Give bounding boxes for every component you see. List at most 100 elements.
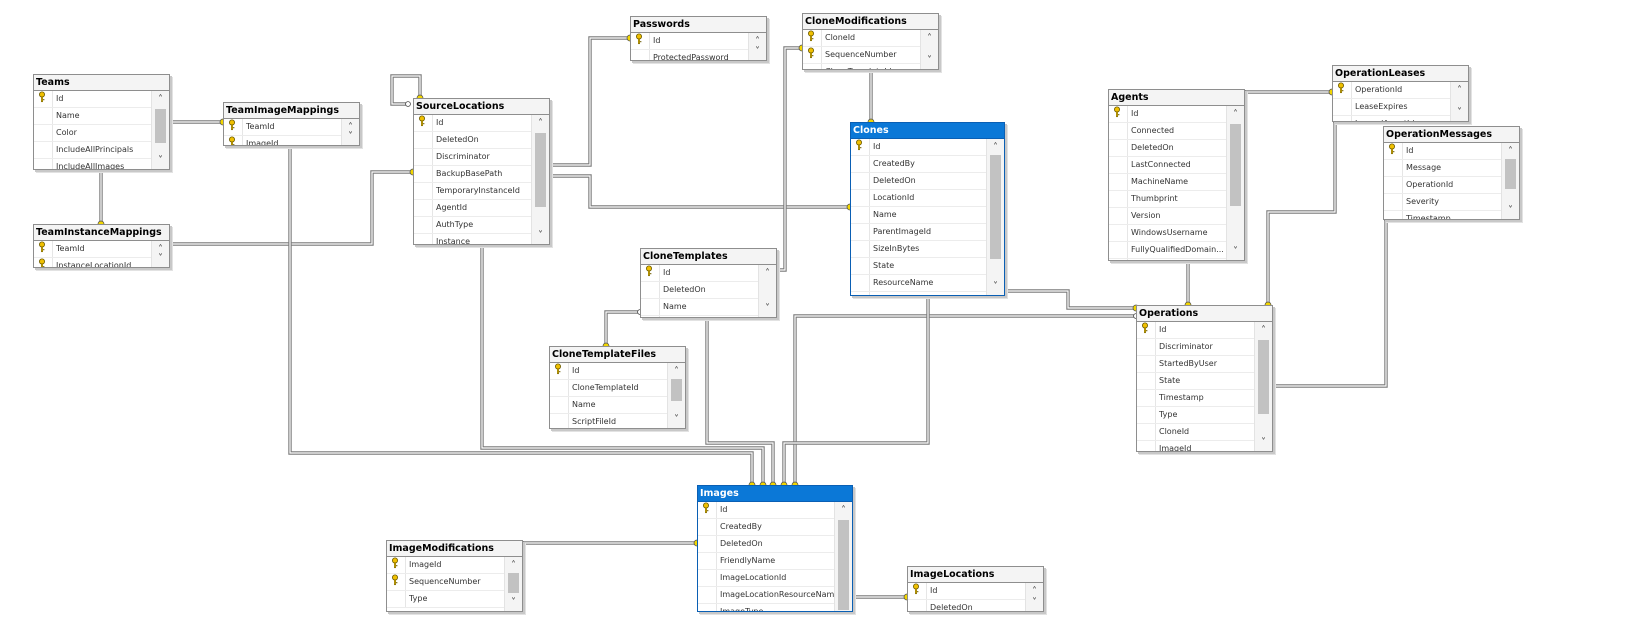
table-title[interactable]: CloneModifications <box>803 14 938 30</box>
column-row[interactable]: OperationId <box>1333 82 1451 99</box>
relationship-line[interactable] <box>782 294 930 485</box>
scroll-down-icon[interactable]: ˅ <box>511 597 516 608</box>
relationship-line[interactable] <box>1271 218 1388 388</box>
column-row[interactable]: CreatedBy <box>698 519 835 536</box>
vertical-scrollbar[interactable]: ˄˅ <box>1025 583 1043 611</box>
column-row[interactable]: Id <box>851 139 987 156</box>
table-title[interactable]: OperationMessages <box>1384 127 1519 143</box>
column-row[interactable]: CloneId <box>803 30 921 47</box>
table-title[interactable]: Agents <box>1109 90 1244 106</box>
column-row[interactable]: Severity <box>1384 194 1502 211</box>
vertical-scrollbar[interactable]: ˄˅ <box>504 557 522 611</box>
scroll-up-icon[interactable]: ˄ <box>1508 146 1513 157</box>
column-row[interactable]: DeletedOn <box>1109 140 1227 157</box>
column-row[interactable]: DeletedOn <box>641 282 759 299</box>
column-row[interactable]: Id <box>1137 322 1255 339</box>
vertical-scrollbar[interactable]: ˄˅ <box>1226 106 1244 260</box>
scroll-thumb[interactable] <box>535 133 546 207</box>
scroll-thumb[interactable] <box>1258 340 1269 414</box>
column-row[interactable]: SizeInBytes <box>851 241 987 258</box>
table-title[interactable]: CloneTemplates <box>641 249 776 265</box>
table-title[interactable]: Teams <box>34 75 169 91</box>
column-row[interactable]: ResourceName <box>851 275 987 292</box>
column-row[interactable]: LocationId <box>851 190 987 207</box>
scroll-thumb[interactable] <box>990 155 1001 259</box>
relationship-line[interactable] <box>793 314 1136 485</box>
scroll-down-icon[interactable]: ˅ <box>755 46 760 57</box>
column-row[interactable]: Id <box>550 363 668 380</box>
scroll-up-icon[interactable]: ˄ <box>158 244 163 255</box>
table-title[interactable]: SourceLocations <box>414 99 549 115</box>
table-title[interactable]: TeamImageMappings <box>224 103 359 119</box>
column-row[interactable]: LeasedAgentId <box>1333 116 1451 121</box>
relationship-line[interactable] <box>775 46 802 272</box>
column-row[interactable]: Name <box>550 397 668 414</box>
scroll-up-icon[interactable]: ˄ <box>674 366 679 377</box>
column-row[interactable]: CloneTemplateId <box>803 64 921 69</box>
column-row[interactable]: ImageType <box>698 604 835 611</box>
scroll-up-icon[interactable]: ˄ <box>755 36 760 47</box>
column-row[interactable]: FriendlyName <box>698 553 835 570</box>
column-row[interactable]: ParentImageId <box>851 224 987 241</box>
column-row[interactable]: Id <box>908 583 1026 600</box>
vertical-scrollbar[interactable]: ˄˅ <box>834 502 852 611</box>
column-row[interactable]: StartedByUser <box>1137 356 1255 373</box>
relationship-line[interactable] <box>1266 120 1337 305</box>
column-row[interactable]: SequenceNumber <box>387 574 505 591</box>
table-operation-leases[interactable]: OperationLeasesOperationIdLeaseExpiresLe… <box>1332 65 1469 122</box>
scroll-down-icon[interactable]: ˅ <box>674 414 679 425</box>
column-row[interactable]: DeletedOn <box>414 132 532 149</box>
scroll-up-icon[interactable]: ˄ <box>1457 85 1462 96</box>
vertical-scrollbar[interactable]: ˄˅ <box>986 139 1004 295</box>
vertical-scrollbar[interactable]: ˄˅ <box>1501 143 1519 219</box>
column-row[interactable]: Id <box>1109 106 1227 123</box>
scroll-down-icon[interactable]: ˅ <box>158 155 163 166</box>
scroll-up-icon[interactable]: ˄ <box>511 560 516 571</box>
vertical-scrollbar[interactable]: ˄˅ <box>1254 322 1272 451</box>
column-row[interactable]: Id <box>414 115 532 132</box>
scroll-down-icon[interactable]: ˅ <box>348 131 353 142</box>
vertical-scrollbar[interactable]: ˄˅ <box>920 30 938 69</box>
column-row[interactable]: TemporaryInstanceId <box>414 183 532 200</box>
column-row[interactable]: Message <box>1384 160 1502 177</box>
vertical-scrollbar[interactable]: ˄˅ <box>1450 82 1468 121</box>
column-row[interactable]: Id <box>34 91 152 108</box>
column-row[interactable]: MachineName <box>1109 174 1227 191</box>
scroll-up-icon[interactable]: ˄ <box>348 122 353 133</box>
scroll-thumb[interactable] <box>1230 124 1241 206</box>
table-clone-modifications[interactable]: CloneModificationsCloneIdSequenceNumberC… <box>802 13 939 70</box>
scroll-down-icon[interactable]: ˅ <box>927 55 932 66</box>
column-row[interactable]: DeletedOn <box>698 536 835 553</box>
column-row[interactable]: BackupBasePath <box>414 166 532 183</box>
scroll-up-icon[interactable]: ˄ <box>1261 325 1266 336</box>
column-row[interactable]: FullyQualifiedDomain... <box>1109 242 1227 259</box>
vertical-scrollbar[interactable]: ˄˅ <box>151 91 169 169</box>
column-row[interactable]: ImageId <box>387 557 505 574</box>
column-row[interactable]: Timestamp <box>1384 211 1502 219</box>
column-row[interactable]: Id <box>641 265 759 282</box>
column-row[interactable]: DeletedOn <box>908 600 1026 611</box>
table-title[interactable]: ImageLocations <box>908 567 1043 583</box>
column-row[interactable]: Connected <box>1109 123 1227 140</box>
scroll-down-icon[interactable]: ˅ <box>993 281 998 292</box>
table-title[interactable]: Clones <box>851 123 1004 139</box>
column-row[interactable]: Thumbprint <box>1109 191 1227 208</box>
column-row[interactable]: QueryId <box>641 316 759 317</box>
scroll-down-icon[interactable]: ˅ <box>1233 246 1238 257</box>
scroll-down-icon[interactable]: ˅ <box>1508 205 1513 216</box>
column-row[interactable]: ImageLocationId <box>698 570 835 587</box>
scroll-down-icon[interactable]: ˅ <box>538 230 543 241</box>
column-row[interactable]: DeletedOn <box>851 173 987 190</box>
scroll-down-icon[interactable]: ˅ <box>1261 437 1266 448</box>
column-row[interactable]: WindowsUsername <box>1109 225 1227 242</box>
table-title[interactable]: ImageModifications <box>387 541 522 557</box>
scroll-up-icon[interactable]: ˄ <box>927 33 932 44</box>
